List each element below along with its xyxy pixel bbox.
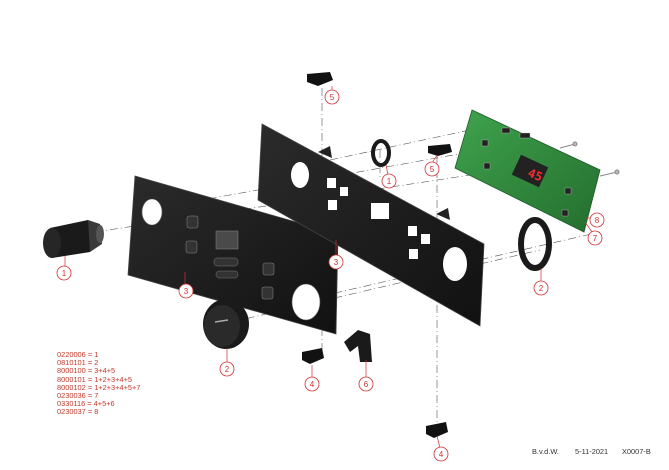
callout-3b-label: 3 <box>334 258 339 267</box>
callout-4-clip-right: 4 <box>433 446 449 462</box>
parts-list-item: 0230036 = 7 <box>57 391 99 401</box>
callout-3-label: 3 <box>184 287 189 296</box>
part-clip-top-left <box>307 72 333 86</box>
callout-1b-label: 1 <box>387 177 392 186</box>
callout-4b-label: 4 <box>439 450 444 459</box>
callout-7-pcb: 7 <box>587 230 603 246</box>
callout-4-clip-left: 4 <box>304 376 320 392</box>
part-clip-top-right <box>428 144 452 156</box>
callout-2-ring: 2 <box>533 280 549 296</box>
part-bracket <box>344 330 372 362</box>
part-clip-bottom-left <box>302 348 324 364</box>
pcb-buttons <box>481 127 572 217</box>
callout-6-label: 6 <box>364 380 369 389</box>
callout-5-clip-top: 5 <box>324 89 340 105</box>
footer-drawing-number: X0007-B <box>622 447 651 456</box>
footer-date: 5-11-2021 <box>575 447 609 456</box>
callout-2b-label: 2 <box>539 284 544 293</box>
part-large-ring <box>518 217 552 271</box>
part-front-panel <box>127 175 339 335</box>
callout-2-label: 2 <box>225 365 230 374</box>
callouts <box>64 86 593 449</box>
callout-8-screws: 8 <box>589 212 605 228</box>
callout-1-knob: 1 <box>56 265 72 281</box>
callout-6-bracket: 6 <box>358 376 374 392</box>
callout-7-label: 7 <box>593 234 598 243</box>
callout-3-front-panel: 3 <box>178 283 194 299</box>
callout-5-top-label: 5 <box>330 93 335 102</box>
callout-5b-label: 5 <box>430 165 435 174</box>
pcb-display-readout: 45 <box>526 166 545 184</box>
part-pcb <box>454 109 601 233</box>
callout-1-label: 1 <box>62 269 67 278</box>
parts-list-item: 0220006 = 1 <box>57 350 99 359</box>
callout-1-ring: 1 <box>381 173 397 189</box>
callout-5-clip-right: 5 <box>424 161 440 177</box>
callout-4-left-label: 4 <box>310 380 315 389</box>
part-clip-bottom-right <box>426 422 448 438</box>
parts-list-item: 0330116 = 4+5+6 <box>57 399 115 409</box>
parts-list-item: 8000102 = 1+2+3+4+5+7 <box>57 382 141 392</box>
part-round-knob <box>203 299 249 349</box>
parts-list-item: 8000101 = 1+2+3+4+5 <box>57 374 133 384</box>
callout-8-label: 8 <box>595 216 600 225</box>
part-small-ring <box>371 139 391 167</box>
parts-list: 0220006 = 1 0810101 = 2 8000100 = 3+4+5 … <box>57 350 141 417</box>
part-screws <box>559 141 620 177</box>
callout-2-knob: 2 <box>219 361 235 377</box>
parts-list-item: 8000100 = 3+4+5 <box>57 366 116 376</box>
callout-3-mounting-plate: 3 <box>328 254 344 270</box>
part-mounting-plate <box>257 123 485 327</box>
footer-author: B.v.d.W. <box>532 447 559 456</box>
part-knob-left <box>43 220 104 258</box>
parts-list-item: 0230037 = 8 <box>57 407 99 417</box>
parts-list-item: 0810101 = 2 <box>57 358 99 368</box>
